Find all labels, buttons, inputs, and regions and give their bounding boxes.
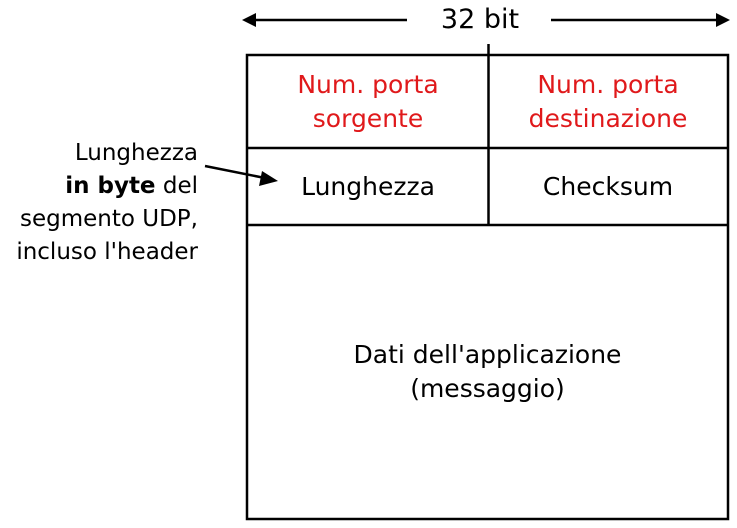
length-field: Lunghezza bbox=[248, 149, 488, 225]
payload-label-line1: Dati dell'applicazione bbox=[353, 340, 622, 369]
destination-port-label-line1: Num. porta bbox=[537, 70, 679, 99]
length-label: Lunghezza bbox=[301, 172, 435, 201]
annotation-line2-rest: del bbox=[155, 173, 198, 199]
annotation-line4: incluso l'header bbox=[16, 239, 198, 265]
annotation-bold-text: in byte bbox=[65, 173, 156, 199]
source-port-label-line1: Num. porta bbox=[297, 70, 439, 99]
annotation-line3: segmento UDP, bbox=[20, 206, 198, 232]
annotation-line1: Lunghezza bbox=[74, 140, 198, 166]
payload-field: Dati dell'applicazione (messaggio) bbox=[248, 226, 727, 518]
width-left-arrow bbox=[242, 13, 407, 27]
checksum-field: Checksum bbox=[489, 149, 727, 225]
source-port-label-line2: sorgente bbox=[312, 104, 424, 133]
source-port-field: Num. porta sorgente bbox=[248, 56, 488, 148]
width-label: 32 bit bbox=[440, 4, 520, 35]
length-annotation: Lunghezza in byte del segmento UDP, incl… bbox=[0, 137, 198, 269]
payload-label-line2: (messaggio) bbox=[410, 374, 565, 403]
width-right-arrow bbox=[551, 13, 730, 27]
annotation-line2: in byte del bbox=[0, 170, 198, 203]
destination-port-label-line2: destinazione bbox=[528, 104, 688, 133]
checksum-label: Checksum bbox=[542, 172, 674, 201]
destination-port-field: Num. porta destinazione bbox=[489, 56, 727, 148]
annotation-arrow bbox=[204, 164, 278, 186]
